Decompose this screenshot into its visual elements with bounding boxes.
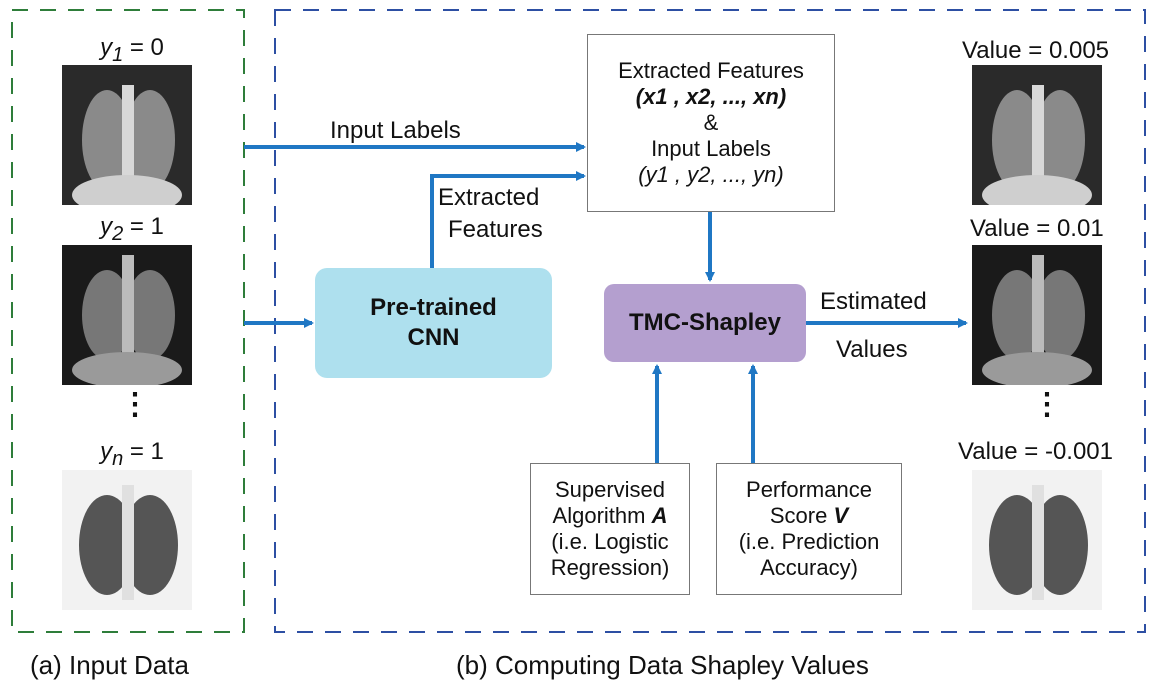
output-xray-n: [972, 470, 1102, 610]
output-xray-1: [972, 65, 1102, 205]
output-value-1: Value = 0.005: [962, 37, 1110, 64]
input-labels-text: Input Labels: [330, 117, 461, 144]
output-value-2: Value = 0.01: [970, 215, 1104, 242]
extracted-features-label-2: Features: [448, 216, 543, 243]
panel-a-caption: (a) Input Data: [30, 650, 189, 680]
panel-a-ellipsis: ⋮: [120, 388, 150, 421]
features-labels-box: Extracted Features (x1 , x2, ..., xn) & …: [587, 34, 835, 212]
xray-image-n: [62, 470, 192, 610]
output-value-n: Value = -0.001: [958, 438, 1114, 465]
xray-image-2: [62, 245, 192, 385]
pretrained-cnn-box: Pre-trained CNN: [315, 268, 552, 378]
supervised-algorithm-box: Supervised Algorithm A (i.e. Logistic Re…: [530, 463, 690, 595]
performance-score-box: Performance Score V (i.e. Prediction Acc…: [716, 463, 902, 595]
panel-b-caption: (b) Computing Data Shapley Values: [456, 650, 869, 680]
panel-b-ellipsis: ⋮: [1032, 388, 1062, 421]
xray-image-1: [62, 65, 192, 205]
output-xray-2: [972, 245, 1102, 385]
features-arrow: [430, 171, 586, 268]
estimated-values-label-2: Values: [836, 336, 908, 363]
sample-2-label: y2 = 1: [100, 213, 164, 245]
sample-n-label: yn = 1: [100, 438, 164, 470]
extracted-features-label-1: Extracted: [438, 184, 540, 211]
estimated-values-label-1: Estimated: [820, 288, 927, 315]
sample-1-label: y1 = 0: [100, 34, 164, 66]
tmc-shapley-box: TMC-Shapley: [604, 284, 806, 362]
